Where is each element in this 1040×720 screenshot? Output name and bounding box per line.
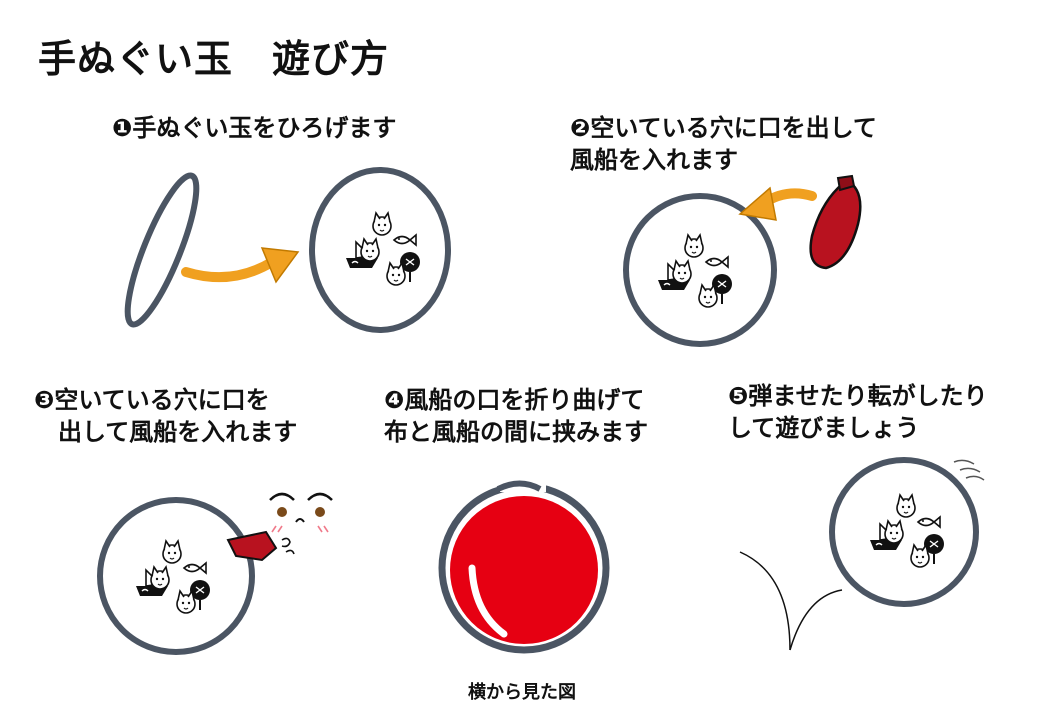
side-view-illustration <box>442 480 606 650</box>
opened-ring-illustration <box>312 170 448 330</box>
bouncing-ball-illustration <box>832 460 976 604</box>
step-2-ring-illustration <box>626 196 774 344</box>
face-illustration <box>270 494 332 554</box>
step-2-arrow-icon <box>740 188 812 220</box>
flat-ring-illustration <box>115 169 208 331</box>
step-3-ring-illustration <box>100 500 252 652</box>
step-1-arrow-icon <box>186 248 298 282</box>
balloon-icon <box>811 176 861 268</box>
